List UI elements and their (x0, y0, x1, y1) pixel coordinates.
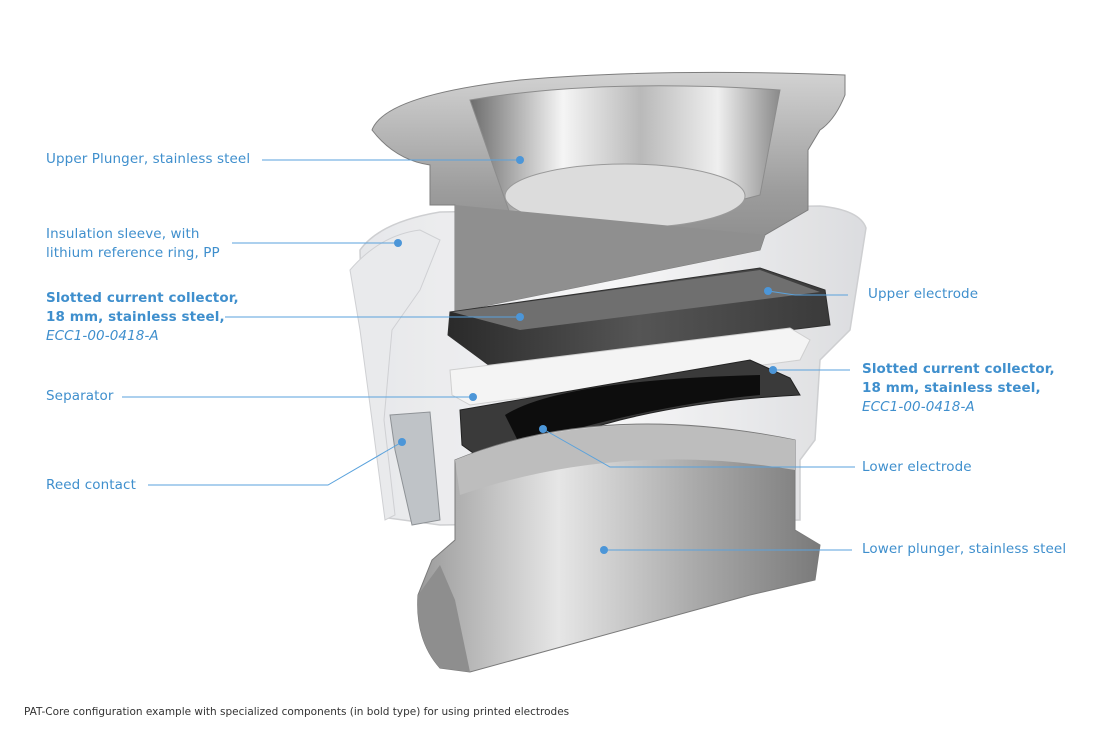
leader-lines (122, 159, 855, 551)
leader-dots (394, 156, 777, 554)
reed-contact-label: Reed contact (46, 477, 136, 493)
lower-electrode-label: Lower electrode (862, 459, 972, 475)
current-collector-left-label: Slotted current collector, 18 mm, stainl… (46, 290, 239, 344)
figure-caption: PAT-Core configuration example with spec… (24, 706, 570, 718)
separator-label: Separator (46, 388, 114, 404)
lower-plunger-label: Lower plunger, stainless steel (862, 541, 1067, 557)
upper-electrode-label: Upper electrode (868, 286, 979, 302)
upper-plunger-label: Upper Plunger, stainless steel (46, 151, 251, 167)
insulation-sleeve-label: Insulation sleeve, with lithium referenc… (46, 226, 220, 261)
separator-layer (449, 327, 811, 406)
current-collector-right-label: Slotted current collector, 18 mm, stainl… (862, 361, 1055, 415)
